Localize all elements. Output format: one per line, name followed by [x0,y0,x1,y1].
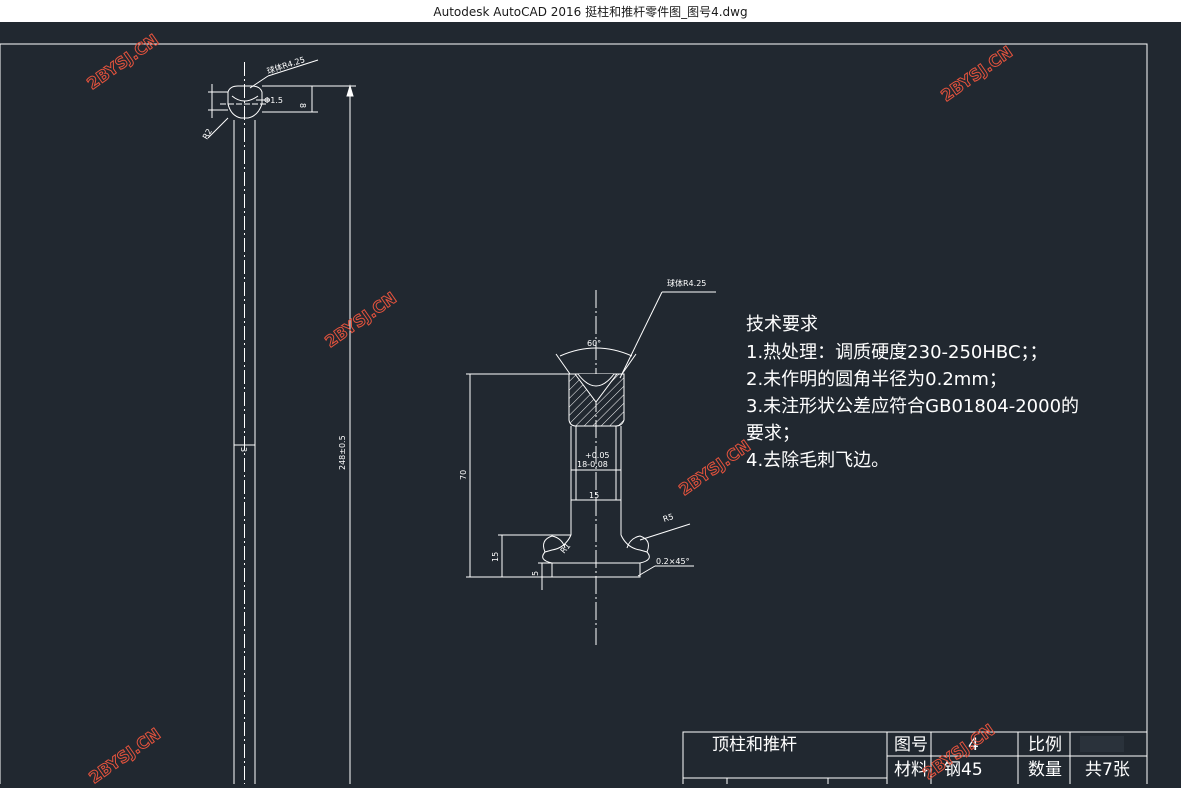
drawing-no-label: 图号 [894,735,928,755]
main-chamfer-dim: 0.2×45° [656,557,690,566]
main-dim-70: 70 [459,470,468,480]
cad-drawing[interactable]: 球体R4.25 Φ1.5 8 R2 3 248±0.5 [0,22,1181,788]
scale-value-box [1080,736,1124,752]
left-length-dim: 248±0.5 [338,435,347,470]
main-dim-15-top: 15 [589,491,599,500]
quantity-label: 数量 [1028,760,1062,780]
left-r2-dim: R2 [201,127,214,141]
main-tappet-view [466,290,716,645]
drawing-frame [0,43,1148,784]
tech-line-2: 2.未作明的圆角半径为0.2mm； [746,369,1007,390]
material-label: 材料 [894,760,928,780]
tech-line-1: 1.热处理：调质硬度230-250HBC；； [746,342,1048,363]
left-sphere-label: 球体R4.25 [266,54,307,76]
main-tol-main: 18-0.08 [577,460,608,469]
main-r5-dim: R5 [662,512,675,524]
main-tol-upper: +0.05 [585,451,610,460]
left-phi-dim: Φ1.5 [264,96,283,105]
tech-requirements: 技术要求 1.热处理：调质硬度230-250HBC；； 2.未作明的圆角半径为0… [746,314,1079,471]
main-dim-5: 5 [531,571,540,576]
window-title: Autodesk AutoCAD 2016 挺柱和推杆零件图_图号4.dwg [433,5,748,19]
watermark-4: 2BYSJ.CN [675,436,754,499]
tech-line-4: 4.去除毛刺飞边。 [746,450,889,471]
main-angle-dim: 60° [587,339,601,348]
main-view-labels: 球体R4.25 60° +0.05 18-0.08 15 70 15 5 R1 … [459,278,706,576]
left-view-labels: 球体R4.25 Φ1.5 8 R2 3 248±0.5 [201,54,347,470]
watermark-3: 2BYSJ.CN [321,288,400,351]
tech-line-3a: 3.未注形状公差应符合GB01804-2000的 [746,396,1079,417]
window-titlebar: Autodesk AutoCAD 2016 挺柱和推杆零件图_图号4.dwg [0,0,1181,23]
watermark-2: 2BYSJ.CN [937,42,1016,105]
left-rod-view [207,59,356,784]
scale-label: 比例 [1028,735,1062,755]
title-block-text: 顶柱和推杆 图号 4 比例 材料 钢45 数量 共7张 [712,735,1130,780]
left-dim-8: 8 [298,103,307,108]
main-dim-15-left: 15 [491,552,500,562]
drawing-canvas[interactable]: 球体R4.25 Φ1.5 8 R2 3 248±0.5 [0,22,1181,788]
tech-line-3b: 要求； [746,423,800,444]
main-r1-dim: R1 [559,541,573,555]
sheet-count: 共7张 [1085,760,1130,780]
part-name: 顶柱和推杆 [712,735,797,755]
main-sphere-label: 球体R4.25 [667,278,706,288]
tech-heading: 技术要求 [746,314,818,335]
drawing-no-value: 4 [968,735,979,755]
left-dim-3: 3 [239,447,248,452]
watermark-5: 2BYSJ.CN [85,724,164,784]
title-block [682,731,1148,788]
watermark-1: 2BYSJ.CN [83,30,162,93]
material-value: 钢45 [944,760,983,780]
